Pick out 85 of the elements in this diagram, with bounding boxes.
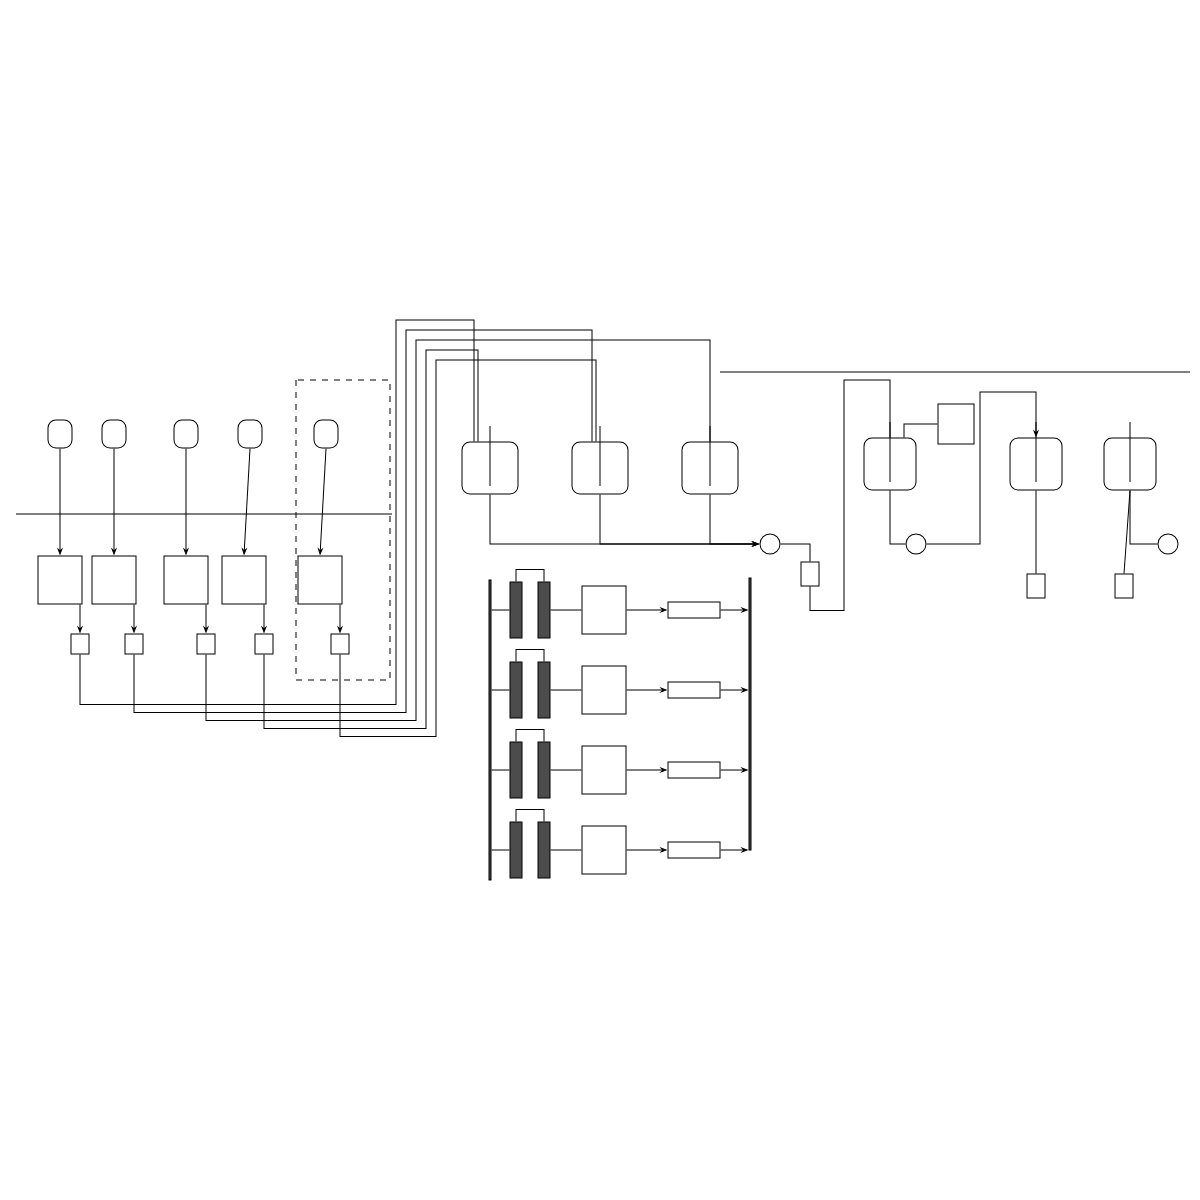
pipe: [903, 423, 938, 438]
pipe: [77, 604, 83, 633]
pipe: [926, 391, 1039, 545]
pipe: [550, 769, 582, 771]
filter-column: [509, 581, 523, 639]
pipe: [515, 809, 545, 822]
pipe: [889, 490, 906, 545]
pipe: [515, 729, 545, 742]
cartridge-filter: [667, 841, 721, 859]
pipe: [242, 448, 251, 555]
filter-column: [537, 661, 551, 719]
pipe: [1123, 490, 1131, 574]
hopper: [101, 419, 127, 449]
pipe: [111, 448, 117, 555]
receiver-tank: [330, 633, 350, 655]
pipe: [491, 769, 510, 771]
filter-press: [581, 745, 627, 795]
pump: [905, 533, 927, 555]
filter-press: [221, 555, 267, 605]
filter-press: [581, 585, 627, 635]
reactor-vessel: [1103, 421, 1157, 491]
cartridge-filter: [667, 761, 721, 779]
pipe: [183, 448, 189, 555]
hopper: [313, 419, 339, 449]
filter-column: [509, 741, 523, 799]
pipe: [339, 359, 597, 737]
pipe: [720, 687, 748, 693]
filter-column: [537, 821, 551, 879]
filter-column: [509, 821, 523, 879]
pipe: [809, 379, 891, 611]
hopper: [173, 419, 199, 449]
pipe: [261, 604, 267, 633]
filter-column: [537, 581, 551, 639]
pipe: [491, 689, 510, 691]
receiver-tank: [254, 633, 274, 655]
hopper: [237, 419, 263, 449]
pipe: [1129, 490, 1158, 545]
condenser: [937, 403, 975, 445]
pipe: [626, 847, 667, 853]
reactor-vessel: [461, 425, 519, 495]
pipe: [337, 604, 343, 633]
pipe: [709, 494, 759, 547]
pipe: [1035, 490, 1037, 574]
reactor-vessel: [571, 425, 629, 495]
pipe: [550, 689, 582, 691]
hopper: [47, 419, 73, 449]
pipe: [626, 767, 667, 773]
receiver-tank: [1114, 573, 1134, 599]
filter-press: [581, 665, 627, 715]
pipe: [79, 319, 475, 705]
pump: [759, 533, 781, 555]
receiver-tank: [196, 633, 216, 655]
pipe: [550, 609, 582, 611]
pipe: [515, 649, 545, 662]
pipe: [720, 607, 748, 613]
filter-press: [91, 555, 137, 605]
filter-press: [37, 555, 83, 605]
pipe: [515, 569, 545, 582]
receiver-tank: [70, 633, 90, 655]
filter-column: [537, 741, 551, 799]
pump: [1157, 533, 1179, 555]
pipe: [57, 448, 63, 555]
receiver-tank: [800, 561, 820, 587]
receiver-tank: [124, 633, 144, 655]
pipe: [626, 607, 667, 613]
filter-press: [163, 555, 209, 605]
pipe: [133, 329, 593, 713]
pipe: [263, 349, 479, 729]
pipe: [780, 543, 811, 562]
cartridge-filter: [667, 681, 721, 699]
pipe: [550, 849, 582, 851]
filter-column: [509, 661, 523, 719]
pipe: [318, 448, 327, 555]
pipe: [720, 847, 748, 853]
receiver-tank: [1026, 573, 1046, 599]
filter-press: [297, 555, 343, 605]
cartridge-filter: [667, 601, 721, 619]
pipe: [491, 609, 510, 611]
pipe: [203, 604, 209, 633]
pipe: [626, 687, 667, 693]
pipe: [205, 339, 711, 721]
pipe: [491, 849, 510, 851]
filter-press: [581, 825, 627, 875]
pipe: [131, 604, 137, 633]
pipe: [720, 767, 748, 773]
